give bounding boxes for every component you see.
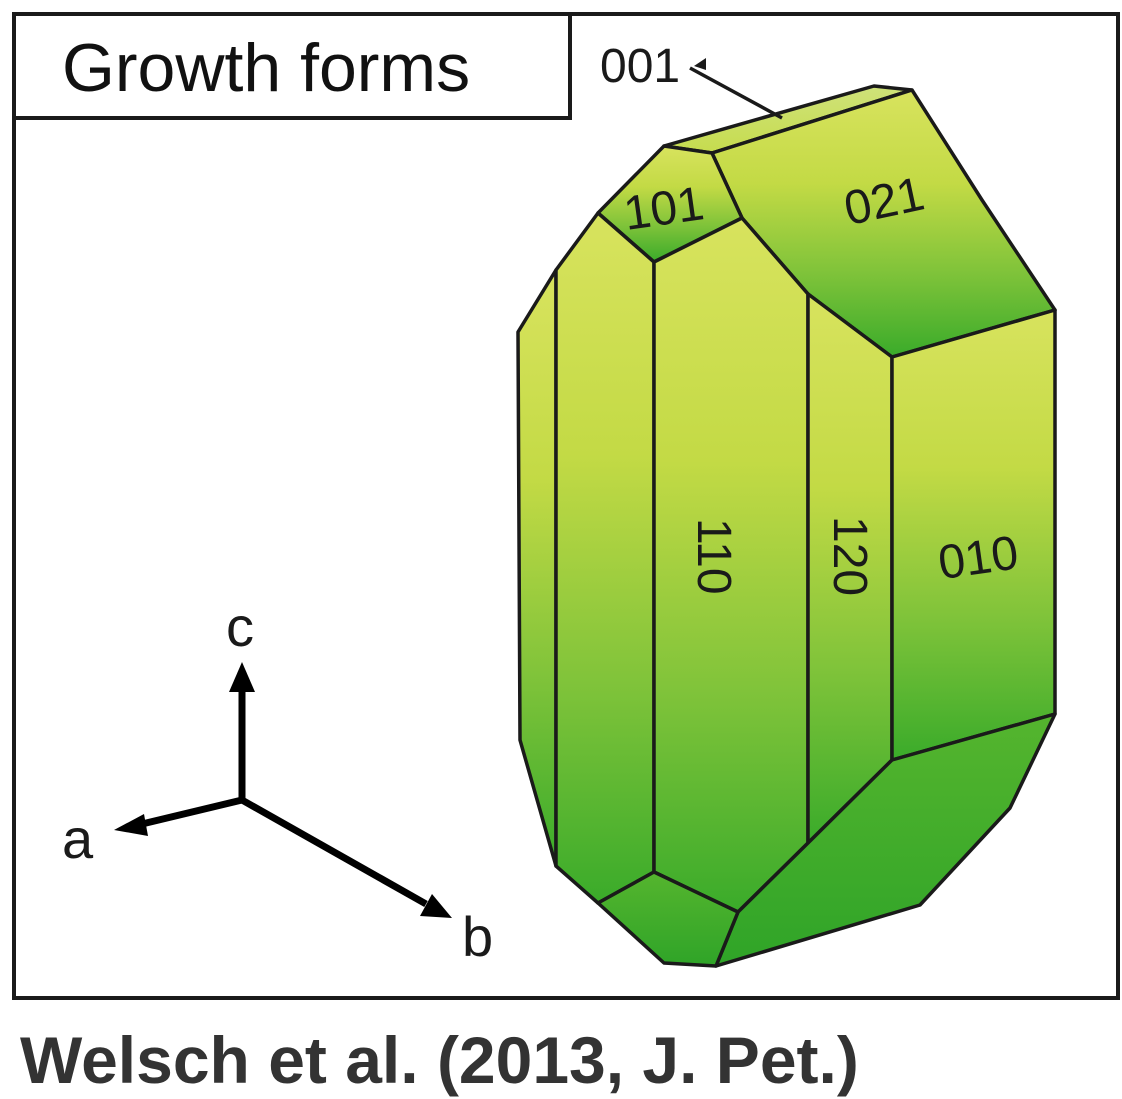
citation: Welsch et al. (2013, J. Pet.) — [20, 1023, 859, 1097]
axis-c-label: c — [226, 595, 254, 658]
label-001-leader — [689, 66, 783, 120]
label-001: 001 — [600, 40, 680, 93]
face-bottom-left — [596, 870, 740, 968]
face-left-edge — [516, 268, 558, 868]
title-box — [12, 12, 572, 120]
axis-c-arrowhead — [229, 662, 255, 692]
crystal — [516, 84, 1057, 968]
label-010: 010 — [935, 526, 1022, 590]
axis-b-arrowhead — [420, 894, 452, 918]
axis-triad: c a b — [62, 595, 493, 968]
label-001-leader-tip — [694, 58, 706, 70]
axis-a-line — [141, 796, 243, 828]
diagram-title: Growth forms — [62, 30, 470, 106]
label-120: 120 — [823, 516, 876, 596]
face-left — [554, 211, 656, 905]
axis-b-line — [240, 796, 428, 908]
label-101: 101 — [621, 177, 708, 241]
axis-b-label: b — [462, 905, 493, 968]
axis-a-arrowhead — [114, 814, 148, 836]
label-110: 110 — [687, 518, 740, 595]
face-bottom-right — [714, 712, 1057, 968]
axis-a-label: a — [62, 807, 94, 870]
